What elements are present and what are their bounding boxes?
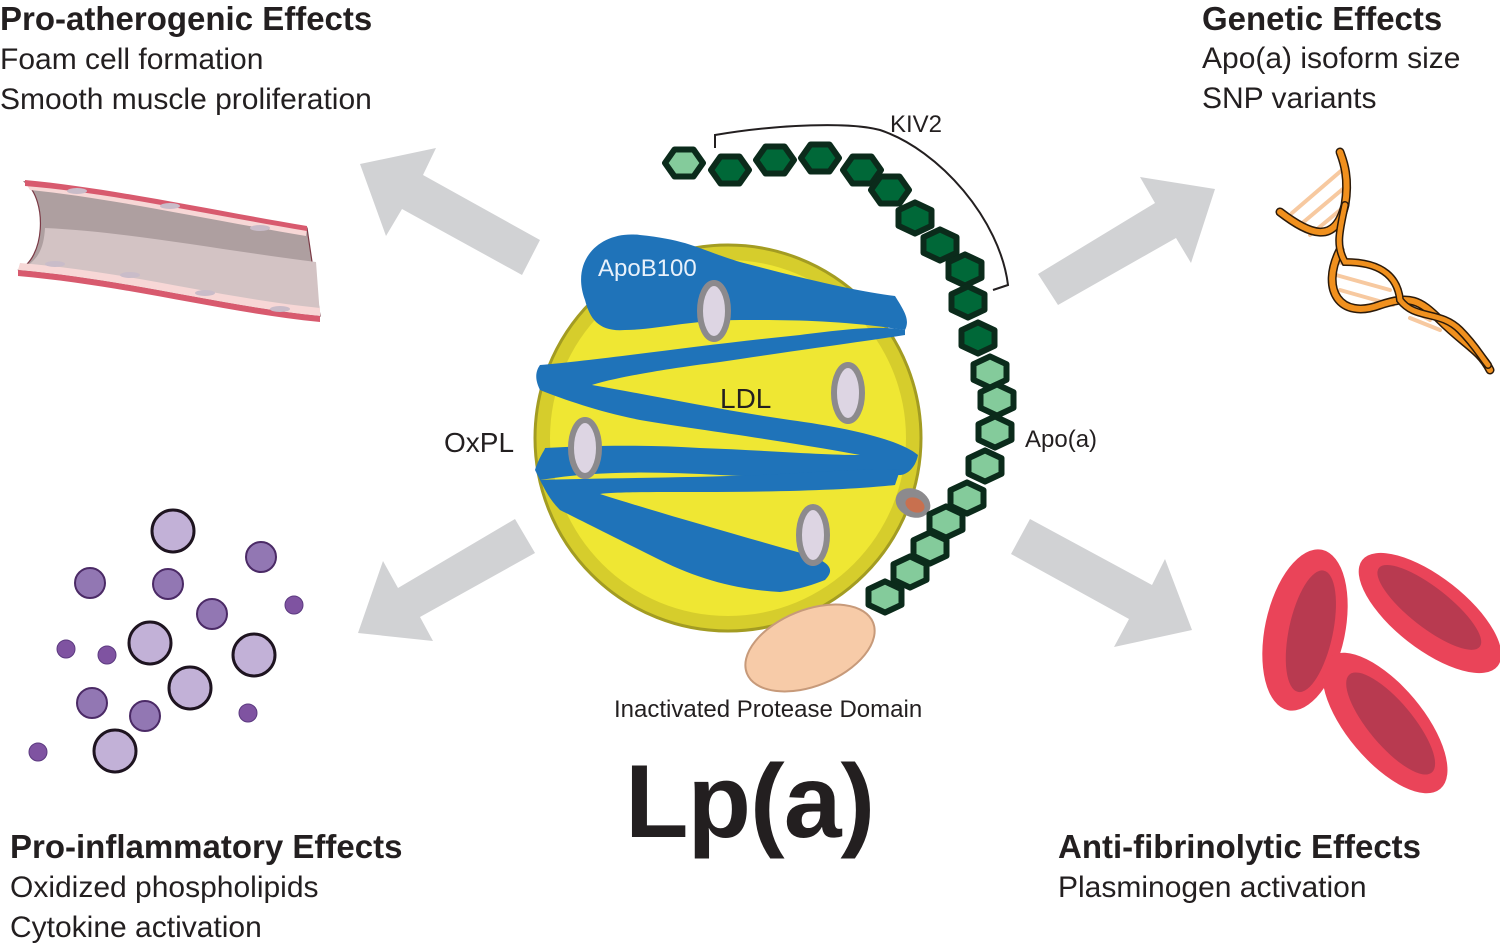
inflammatory-cell [129, 700, 161, 732]
inflammatory-cell [74, 567, 106, 599]
kringle [975, 413, 1015, 451]
kringle [977, 381, 1017, 419]
inflammatory-cell [284, 595, 304, 615]
genetic-line-2: SNP variants [1202, 82, 1377, 115]
kiv2-kringle [945, 251, 985, 289]
kringle [910, 529, 950, 567]
oxpl-molecule [831, 362, 865, 424]
pro-atherogenic-heading: Pro-atherogenic Effects [0, 0, 373, 37]
kringle [965, 447, 1005, 485]
protease-label: Inactivated Protease Domain [614, 696, 922, 723]
arrow-to-anti-fibrinolytic [1011, 519, 1192, 647]
oxpl-molecule [697, 280, 731, 342]
pro-atherogenic-line-1: Foam cell formation [0, 43, 264, 76]
kiv2-kringle [920, 226, 960, 264]
kiv2-kringle [895, 199, 935, 237]
genetic-heading: Genetic Effects [1202, 0, 1443, 37]
kiv2-kringle [948, 283, 988, 321]
kiv2-kringle [958, 319, 998, 357]
apoa-label: Apo(a) [1025, 426, 1097, 453]
oxpl-molecule [568, 417, 602, 479]
kiv2-kringle [753, 143, 797, 177]
apob100-label: ApoB100 [598, 255, 697, 282]
oxpl-molecules [568, 280, 865, 566]
arrow-to-pro-inflammatory [358, 519, 535, 641]
kiv2-kringle [868, 173, 912, 207]
inflammatory-cell [238, 703, 258, 723]
inflammatory-cell [152, 568, 184, 600]
arrow-to-genetic [1038, 177, 1215, 305]
oxpl-label: OxPL [444, 427, 514, 458]
binding-site [895, 488, 931, 518]
kringle [662, 146, 706, 180]
kiv2-kringle [798, 141, 842, 175]
inflammatory-cell [127, 620, 173, 666]
inflammatory-cell [245, 541, 277, 573]
kringle [890, 553, 930, 591]
red-blood-cell [1358, 552, 1500, 674]
kiv2-bracket [714, 124, 1010, 291]
pro-inflammatory-line-1: Oxidized phospholipids [10, 871, 319, 904]
kringle [865, 578, 905, 616]
inflammatory-cell [167, 665, 213, 711]
anti-fibrinolytic-line-1: Plasminogen activation [1058, 871, 1367, 904]
main-title: Lp(a) [625, 744, 875, 860]
arrows [358, 148, 1215, 647]
kringle [970, 353, 1010, 391]
inflammatory-cell [231, 632, 277, 678]
inactivated-protease-domain [744, 603, 876, 693]
inflammatory-cell [56, 639, 76, 659]
inflammatory-cell [92, 728, 138, 774]
kringle [947, 479, 987, 517]
inflammatory-cell [150, 508, 196, 554]
inflammatory-cells-illustration [28, 508, 304, 774]
kiv2-label: KIV2 [890, 111, 942, 138]
kiv2-kringle [840, 153, 884, 187]
anti-fibrinolytic-heading: Anti-fibrinolytic Effects [1058, 828, 1422, 865]
arrow-to-pro-atherogenic [360, 148, 540, 275]
ldl-particle [533, 234, 923, 633]
kiv2-kringle [708, 153, 752, 187]
dna-helix-illustration [1275, 147, 1495, 375]
pro-inflammatory-line-2: Cytokine activation [10, 911, 262, 944]
genetic-line-1: Apo(a) isoform size [1202, 42, 1461, 75]
apoa-kringle-chain [662, 141, 1017, 616]
pro-atherogenic-line-2: Smooth muscle proliferation [0, 83, 372, 116]
pro-inflammatory-heading: Pro-inflammatory Effects [10, 828, 403, 865]
inflammatory-cell [196, 598, 228, 630]
inflammatory-cell [28, 742, 48, 762]
red-blood-cell [1322, 652, 1448, 794]
inflammatory-cell [76, 687, 108, 719]
inflammatory-cell [97, 645, 117, 665]
oxpl-molecule [796, 504, 830, 566]
blood-vessel-illustration [17, 180, 321, 322]
red-blood-cells-illustration [1262, 549, 1500, 794]
ldl-label: LDL [720, 383, 771, 414]
